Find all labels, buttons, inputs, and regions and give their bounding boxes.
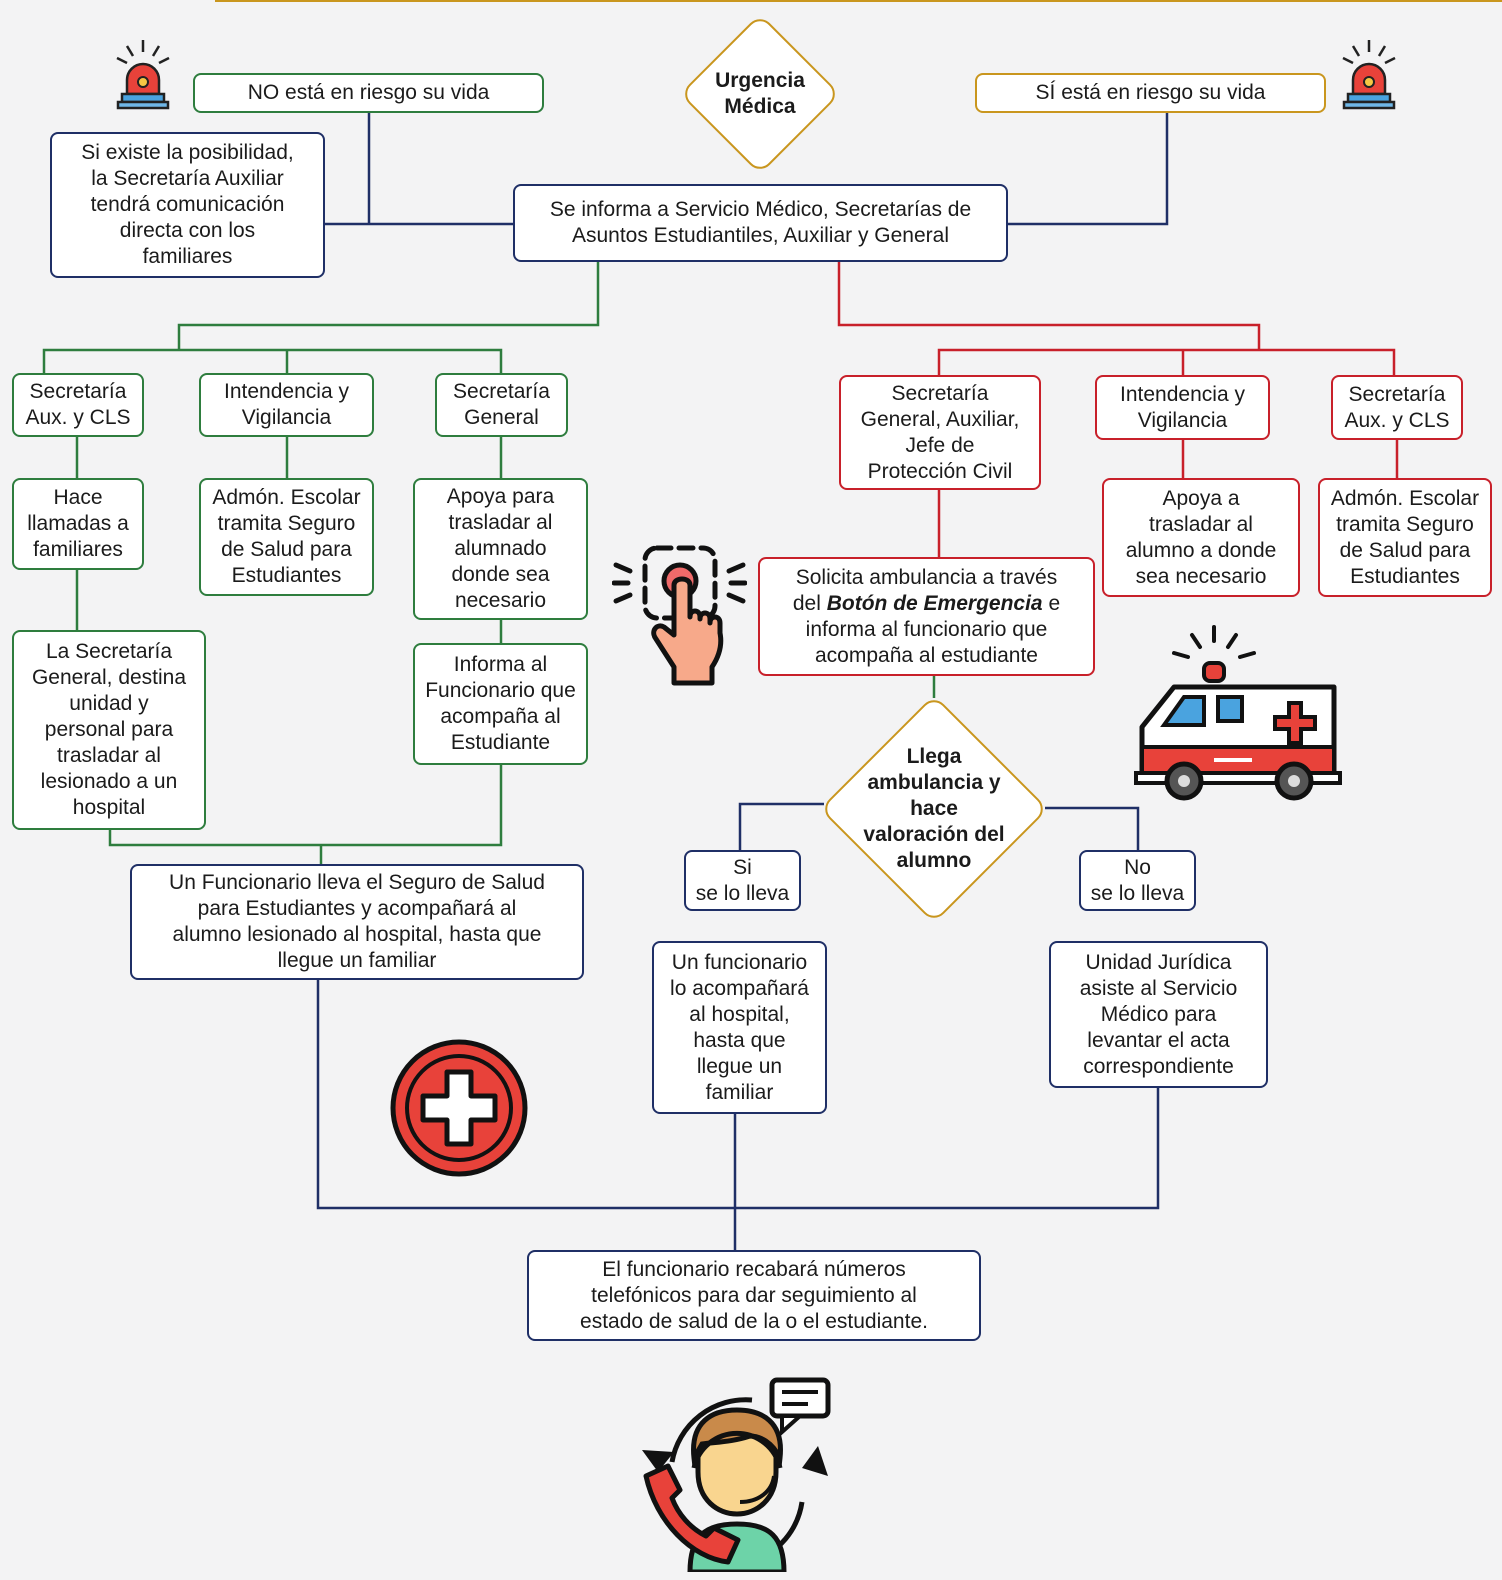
accompany-box: Un funcionario lo acompañará al hospital… [652,941,827,1114]
right-sec-general-label: Secretaría General, Auxiliar, Jefe de Pr… [860,381,1020,483]
right-sec-aux-box: Secretaría Aux. y CLS [1331,375,1463,440]
official-takes-label: Un Funcionario lleva el Seguro de Salud … [169,871,545,972]
accompany-label: Un funcionario lo acompañará al hospital… [670,950,809,1104]
ambulance-icon [1134,625,1342,801]
call-center-icon [642,1377,831,1572]
yes-takes-label: Si se lo lleva [695,855,790,905]
official-takes-box: Un Funcionario lleva el Seguro de Salud … [130,864,584,980]
page-title: Urgencia Médica [715,69,805,118]
left-admon-label: Admón. Escolar tramita Seguro de Salud p… [212,486,361,587]
yes-risk-box: SÍ está en riesgo su vida [975,73,1326,113]
final-label: El funcionario recabará números telefóni… [580,1257,928,1333]
right-admon-box: Admón. Escolar tramita Seguro de Salud p… [1318,478,1492,597]
left-sec-aux-box: Secretaría Aux. y CLS [12,373,144,437]
right-admon-label: Admón. Escolar tramita Seguro de Salud p… [1330,486,1480,588]
legal-unit-box: Unidad Jurídica asiste al Servicio Médic… [1049,941,1268,1088]
left-sec-general-box: Secretaría General [435,373,568,437]
right-intendencia-box: Intendencia y Vigilancia [1095,375,1270,440]
inform-official-label: Informa al Funcionario que acompaña al E… [425,653,576,754]
siren-icon [116,40,170,110]
siren-icon [1342,40,1396,110]
red-connectors [837,262,1399,557]
final-box: El funcionario recabará números telefóni… [527,1250,981,1341]
left-apoya-label: Apoya para trasladar al alumnado donde s… [446,485,555,612]
no-takes-label: No se lo lleva [1090,855,1185,905]
yes-takes-box: Si se lo lleva [684,850,801,911]
destina-box: La Secretaría General, destina unidad y … [12,630,206,830]
no-takes-box: No se lo lleva [1079,850,1196,911]
destina-label: La Secretaría General, destina unidad y … [31,640,187,819]
emergency-button-icon [612,545,747,686]
calls-family-box: Hace llamadas a familiares [12,478,144,570]
inform-box: Se informa a Servicio Médico, Secretaría… [513,184,1008,262]
left-sec-aux-label: Secretaría Aux. y CLS [25,380,131,429]
decision-branches [738,802,1140,850]
inform-label: Se informa a Servicio Médico, Secretaría… [549,198,972,247]
ambulance-decision-diamond: Llega ambulancia y hace valoración del a… [819,694,1049,924]
no-risk-box: NO está en riesgo su vida [193,73,544,113]
request-ambulance-box: Solicita ambulancia a través del Botón d… [758,557,1095,676]
request-ambulance-label: Solicita ambulancia a través del Botón d… [792,565,1061,667]
no-risk-label: NO está en riesgo su vida [247,81,490,104]
green-connectors [42,262,936,864]
right-apoya-box: Apoya a trasladar al alumno a donde sea … [1102,478,1300,597]
title-diamond: Urgencia Médica [672,6,848,182]
ambulance-decision-label: Llega ambulancia y hace valoración del a… [863,745,1005,872]
left-intendencia-box: Intendencia y Vigilancia [199,373,374,437]
medical-cross-icon [390,1039,528,1177]
inform-official-box: Informa al Funcionario que acompaña al E… [413,643,588,765]
left-intendencia-label: Intendencia y Vigilancia [224,380,349,429]
right-apoya-label: Apoya a trasladar al alumno a donde sea … [1125,486,1277,588]
right-intendencia-label: Intendencia y Vigilancia [1120,382,1245,432]
yes-risk-label: SÍ está en riesgo su vida [1035,81,1266,104]
right-sec-aux-label: Secretaría Aux. y CLS [1344,382,1450,432]
right-sec-general-box: Secretaría General, Auxiliar, Jefe de Pr… [839,375,1041,490]
navy-connectors [316,113,1169,1250]
top-rule [215,0,1502,2]
left-admon-box: Admón. Escolar tramita Seguro de Salud p… [199,478,374,596]
left-apoya-box: Apoya para trasladar al alumnado donde s… [413,478,588,620]
calls-family-label: Hace llamadas a familiares [27,486,129,561]
left-sec-general-label: Secretaría General [453,380,550,429]
legal-unit-label: Unidad Jurídica asiste al Servicio Médic… [1079,950,1238,1078]
possibility-box: Si existe la posibilidad, la Secretaría … [50,132,325,278]
possibility-label: Si existe la posibilidad, la Secretaría … [81,141,294,268]
